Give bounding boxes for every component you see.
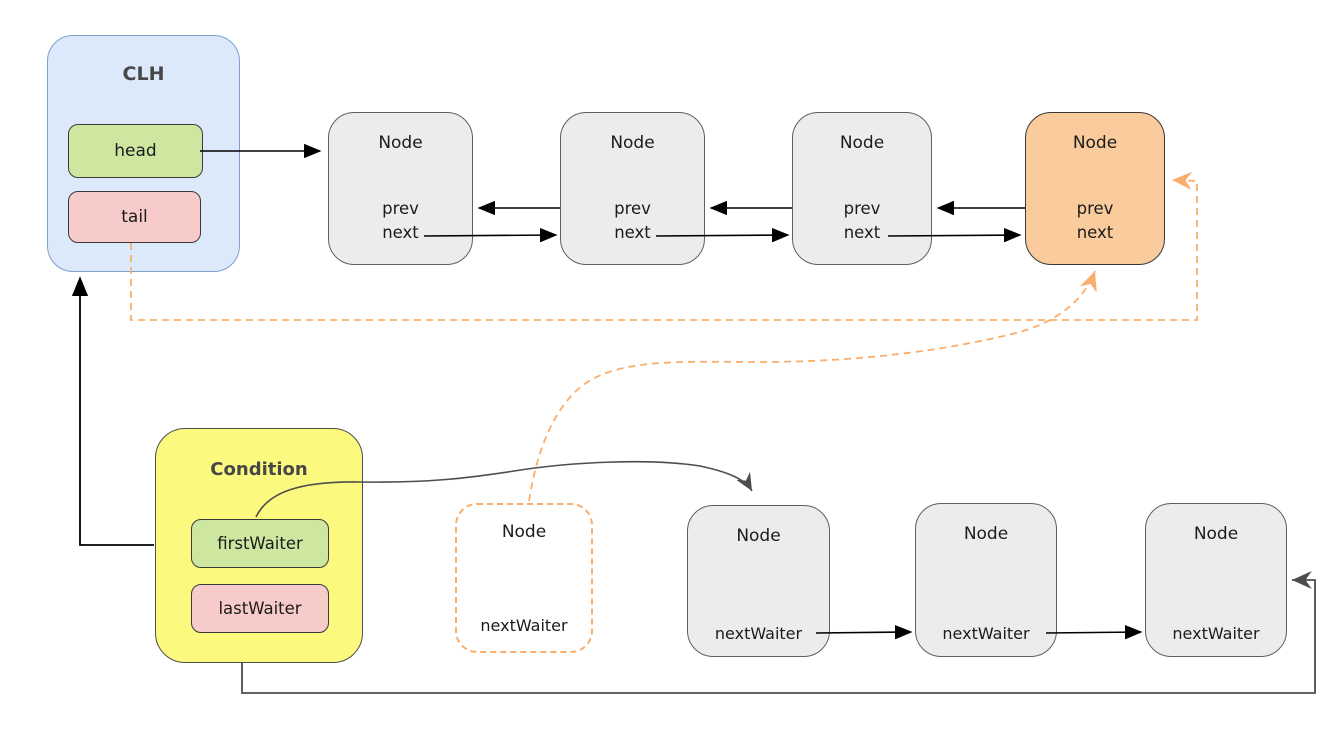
first-waiter-field: firstWaiter <box>191 519 329 568</box>
cond-node-1-title: Node <box>736 526 781 546</box>
sync-node-4-next: next <box>1076 223 1114 242</box>
clh-container: CLH head tail <box>47 35 240 272</box>
head-field: head <box>68 124 203 178</box>
sync-node-1-prev: prev <box>382 199 419 218</box>
arrow-condition-to-clh <box>71 276 154 546</box>
clh-title: CLH <box>122 63 165 85</box>
first-waiter-label: firstWaiter <box>217 534 303 553</box>
sync-node-2: Node prev next <box>560 112 705 265</box>
sync-node-2-prev: prev <box>614 199 651 218</box>
sync-node-3-title: Node <box>839 133 885 153</box>
sync-node-2-title: Node <box>610 133 655 153</box>
pending-node-next-waiter: nextWaiter <box>480 616 568 635</box>
tail-label: tail <box>121 207 148 227</box>
sync-node-2-next: next <box>614 223 651 242</box>
pending-node-title: Node <box>501 522 547 542</box>
last-waiter-field: lastWaiter <box>191 584 329 633</box>
cond-node-2: Node nextWaiter <box>915 503 1057 657</box>
cond-node-2-title: Node <box>963 524 1009 544</box>
sync-node-3-prev: prev <box>843 199 881 218</box>
arrow-pending-to-node4-dashed <box>528 270 1097 502</box>
sync-node-3-next: next <box>843 223 881 242</box>
head-label: head <box>114 141 157 161</box>
sync-node-4-title: Node <box>1072 133 1118 153</box>
sync-node-3: Node prev next <box>792 112 932 265</box>
tail-field: tail <box>68 191 201 243</box>
cond-node-2-next-waiter: nextWaiter <box>942 624 1030 643</box>
cond-node-1-next-waiter: nextWaiter <box>714 624 803 643</box>
condition-container: Condition firstWaiter lastWaiter <box>155 428 363 663</box>
cond-node-3-next-waiter: nextWaiter <box>1172 624 1260 643</box>
sync-node-1-next: next <box>382 223 419 242</box>
sync-node-1: Node prev next <box>328 112 473 265</box>
cond-node-1: Node nextWaiter <box>687 505 830 657</box>
last-waiter-label: lastWaiter <box>218 599 302 618</box>
cond-node-3-title: Node <box>1193 524 1239 544</box>
arrow-cond-node2-nextwaiter <box>1045 624 1143 640</box>
arrow-cond-node1-nextwaiter <box>815 624 913 640</box>
cond-node-3: Node nextWaiter <box>1145 503 1287 657</box>
sync-node-4-prev: prev <box>1076 199 1114 218</box>
sync-node-1-title: Node <box>378 133 423 153</box>
pending-node-dashed: Node nextWaiter <box>455 503 593 653</box>
sync-node-4-tail-highlight: Node prev next <box>1025 112 1165 265</box>
condition-title: Condition <box>210 459 308 480</box>
